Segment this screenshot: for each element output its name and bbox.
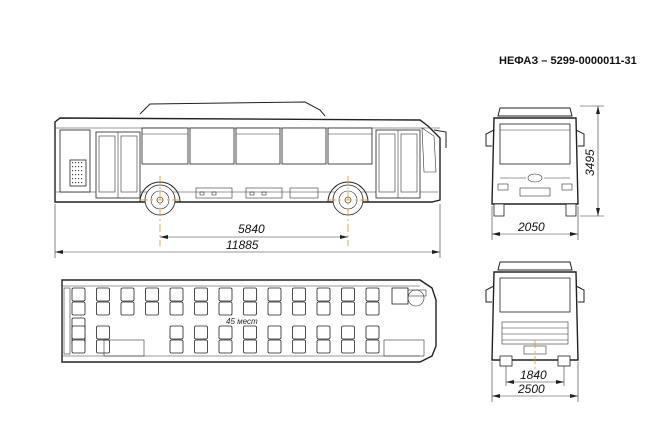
seat	[341, 287, 355, 302]
front-view: 1840 2500	[485, 261, 585, 402]
side-mirror	[433, 129, 447, 148]
rear-view: 3495 2050	[485, 105, 604, 240]
side-windows	[141, 127, 373, 165]
seat	[365, 301, 380, 316]
seat	[194, 339, 208, 354]
rear-mirror-left	[485, 129, 495, 147]
seat	[96, 325, 110, 340]
rear-mirror-right	[575, 129, 585, 147]
seat	[316, 325, 331, 340]
seat	[169, 287, 184, 302]
seat	[96, 339, 110, 354]
rear-roof-fairing	[497, 107, 573, 117]
seat	[365, 339, 380, 354]
seat	[292, 301, 306, 316]
seat	[316, 339, 331, 354]
seat	[169, 301, 184, 316]
seat	[71, 287, 86, 302]
seat	[96, 301, 110, 316]
plan-body-outline	[61, 279, 437, 363]
steering-wheel	[407, 289, 425, 307]
seat	[218, 325, 233, 340]
seat	[267, 325, 282, 340]
seat	[71, 325, 86, 340]
side-view: 5840 11885	[54, 101, 447, 258]
dim-rear-width: 2050	[517, 220, 545, 234]
seat	[194, 301, 208, 316]
plan-rear-door	[103, 339, 145, 357]
seat	[243, 301, 257, 316]
front-body-outline	[491, 271, 579, 361]
seat	[243, 339, 257, 354]
front-window	[499, 277, 571, 313]
seat	[218, 301, 233, 316]
seat	[71, 301, 86, 316]
seat	[292, 325, 306, 340]
side-body-outline	[54, 117, 441, 203]
seat	[145, 287, 159, 302]
seat	[169, 339, 184, 354]
roof-fairing	[139, 101, 326, 117]
seat	[267, 339, 282, 354]
seat	[341, 301, 355, 316]
grille-pattern	[72, 162, 83, 184]
seat	[365, 287, 380, 302]
seat	[243, 325, 257, 340]
seat	[120, 301, 135, 316]
plan-front-door	[383, 339, 425, 357]
seat	[218, 287, 233, 302]
seat	[267, 301, 282, 316]
seat	[145, 301, 159, 316]
seat	[341, 339, 355, 354]
seat	[341, 325, 355, 340]
seat	[316, 301, 331, 316]
driver-seat	[391, 287, 409, 305]
seat	[316, 287, 331, 302]
dim-overall-width: 2500	[517, 382, 545, 396]
seat	[169, 325, 184, 340]
seat	[267, 287, 282, 302]
model-title: НЕФАЗ – 5299-0000011-31	[499, 55, 637, 67]
seat	[194, 325, 208, 340]
seats-top-row	[71, 287, 380, 346]
seats-bottom-row	[71, 325, 380, 354]
rear-windshield	[499, 123, 571, 165]
rear-body-outline	[491, 117, 579, 205]
plan-view: 45 мест	[61, 279, 437, 363]
seat	[71, 339, 86, 354]
seat	[120, 287, 135, 302]
seat	[292, 339, 306, 354]
dim-overall-length: 11885	[226, 238, 259, 252]
seat	[243, 287, 257, 302]
seat	[194, 287, 208, 302]
seats-label: 45 мест	[226, 317, 258, 326]
seat	[96, 287, 110, 302]
dim-wheelbase: 5840	[238, 222, 265, 236]
dim-track-width: 1840	[520, 368, 547, 382]
dim-height: 3495	[583, 149, 597, 176]
emblem	[527, 173, 543, 183]
seat	[292, 287, 306, 302]
seat	[365, 325, 380, 340]
seat	[218, 339, 233, 354]
